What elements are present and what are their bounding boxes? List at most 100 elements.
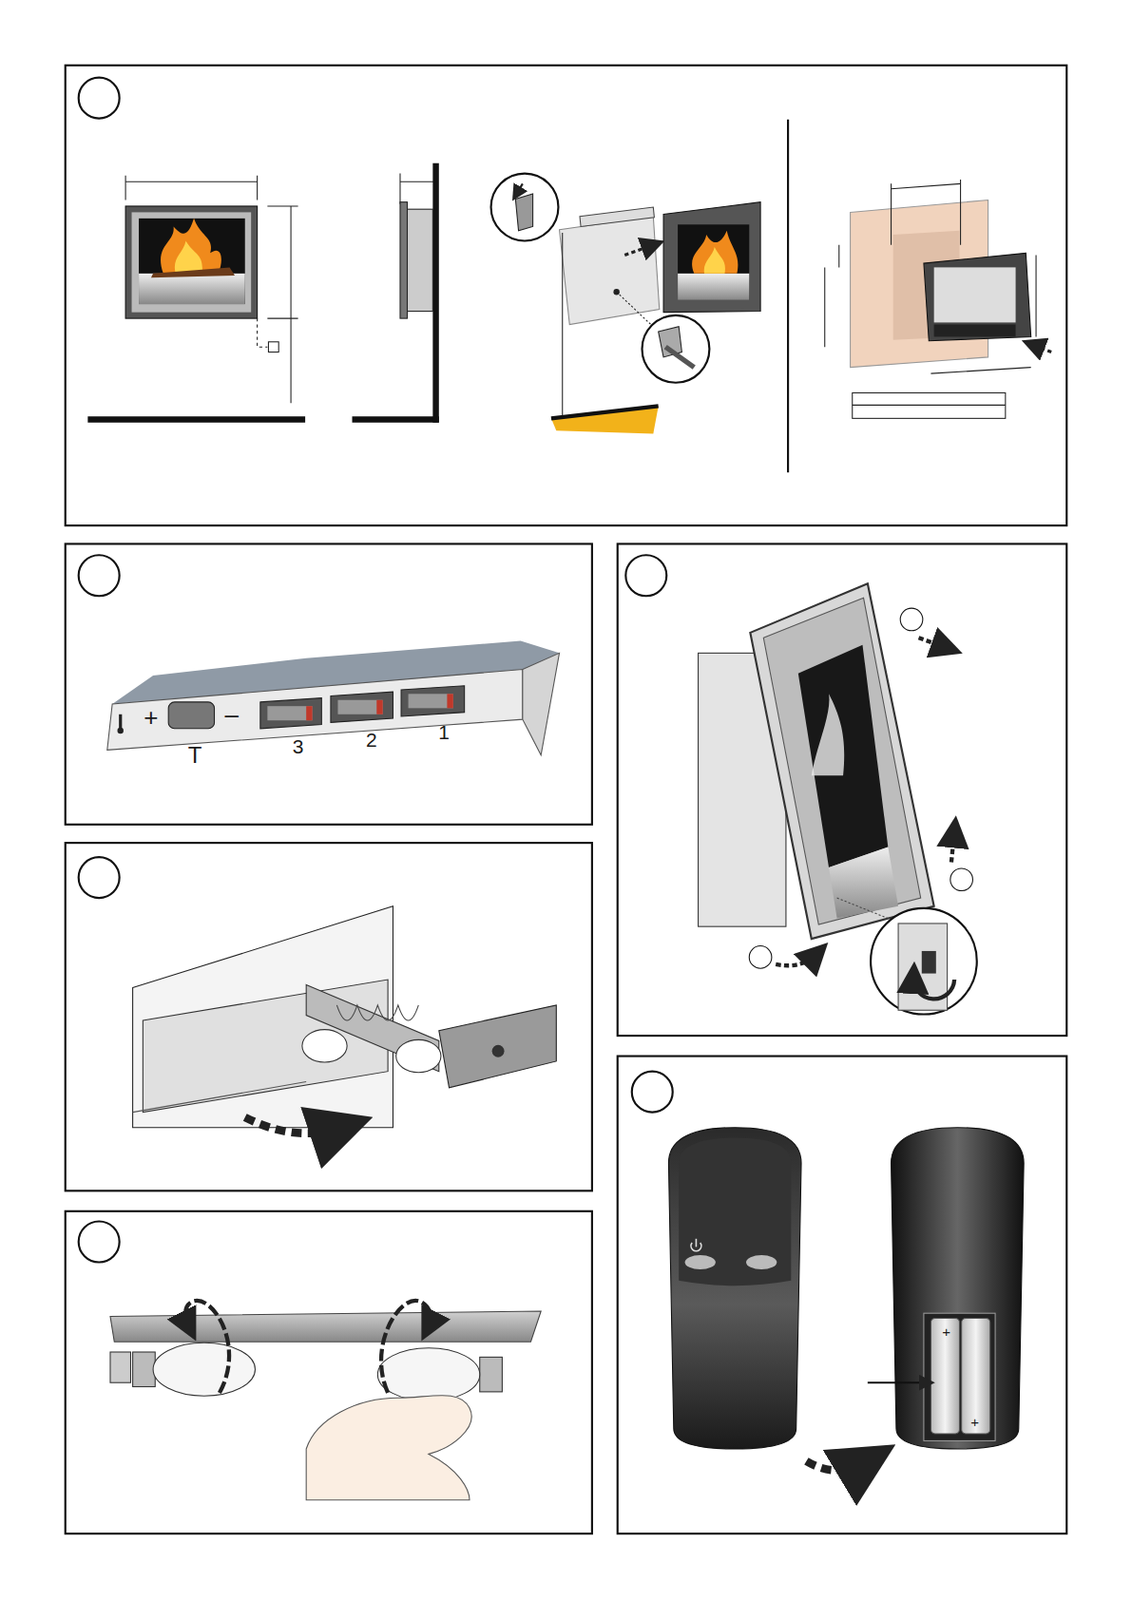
- fireplace-tilt: [921, 951, 937, 975]
- dimension-line: [125, 173, 434, 404]
- panel-frame: [65, 843, 593, 1191]
- remote-front: [685, 1255, 716, 1270]
- fireplace-front: [138, 273, 246, 305]
- recess-wall: [1033, 345, 1052, 353]
- dimension-line: [125, 181, 258, 183]
- bulb-change: [377, 1348, 480, 1402]
- mounting-plate: [579, 207, 654, 227]
- fireplace-front: [138, 218, 246, 305]
- lamp-tray: [142, 979, 388, 1113]
- detail-zoom: [665, 346, 694, 367]
- control-strip: [306, 706, 312, 721]
- switch-number: 1: [438, 722, 450, 743]
- bulb-change: [185, 1301, 230, 1394]
- detail-zoom: [491, 173, 710, 384]
- panel-frame: [65, 1211, 593, 1535]
- remote-front: [678, 1137, 791, 1286]
- recess-wall: [930, 367, 1031, 374]
- lamp-tray: [336, 1005, 419, 1021]
- panel-frame: [617, 543, 1068, 1037]
- knob-label: T: [188, 744, 203, 768]
- fireplace-tilt: [698, 583, 978, 1015]
- control-strip: [330, 691, 394, 723]
- step-circle: [78, 1222, 120, 1264]
- fireplace-tilt: [950, 868, 974, 892]
- fireplace-front: [151, 267, 235, 278]
- floor-wall: [432, 163, 439, 423]
- mounting-plate: [561, 232, 563, 419]
- remote-back: [961, 1319, 991, 1435]
- bulb-change: [110, 1352, 131, 1383]
- mounting-plate: [613, 288, 619, 295]
- bulb-change: [110, 1301, 541, 1501]
- step-circle: [78, 77, 673, 1264]
- control-strip: [260, 686, 465, 730]
- fireplace-3d: [663, 202, 761, 313]
- control-strip: [267, 693, 453, 721]
- remote-front: [695, 1239, 698, 1248]
- sign-plus: +: [143, 705, 158, 730]
- sign-minus: –: [225, 702, 239, 728]
- fireplace-tilt: [870, 908, 978, 1016]
- bulb-change: [153, 1343, 255, 1397]
- floor-wall: [87, 163, 439, 423]
- floor-wall: [352, 416, 440, 423]
- fireplace-side: [400, 202, 408, 319]
- lamp-tray: [245, 1117, 343, 1134]
- recess-wall: [838, 245, 840, 269]
- fireplace-3d: [677, 224, 749, 300]
- fireplace-side: [405, 209, 433, 311]
- mounting-plate: [551, 405, 659, 419]
- recess-wall: [824, 267, 826, 347]
- lamp-tray: [336, 1005, 419, 1021]
- bulb-change: [306, 1396, 472, 1501]
- lamp-tray: [492, 1045, 505, 1058]
- lamp-tray: [133, 1081, 307, 1113]
- mounting-plate: [624, 245, 653, 256]
- dimension-line: [267, 318, 298, 320]
- step-circle: [625, 555, 667, 596]
- floor-wall: [87, 416, 306, 423]
- lamp-tray: [439, 1005, 557, 1089]
- remote-front: [668, 1128, 802, 1450]
- dimension-line: [399, 173, 401, 205]
- recess-wall: [852, 392, 1006, 419]
- control-strip: [267, 706, 312, 721]
- bulb-change: [381, 1301, 431, 1394]
- divider: [786, 119, 789, 474]
- remote-back: [867, 1381, 927, 1384]
- remote-front: [668, 1128, 867, 1472]
- fireplace-tilt: [749, 583, 934, 940]
- fireplace-tilt: [837, 898, 889, 919]
- control-strip: [260, 698, 322, 730]
- battery-polarity: +: [941, 1324, 951, 1340]
- remote-front: [805, 1461, 867, 1472]
- fireplace-tilt: [798, 645, 889, 868]
- fireplace-side: [400, 202, 433, 319]
- dimension-line: [267, 205, 298, 207]
- panel-frame: [617, 1056, 1068, 1535]
- remote-back: [891, 1128, 1025, 1450]
- control-strip: [107, 670, 523, 751]
- fireplace-front: [125, 206, 258, 319]
- fireplace-tilt: [748, 946, 772, 970]
- detail-zoom: [491, 173, 559, 242]
- dimension-line: [125, 175, 127, 201]
- dimension-line: [256, 175, 258, 201]
- recess-wall: [825, 179, 1052, 419]
- panel-frame: [65, 65, 1068, 1535]
- fireplace-front: [125, 206, 258, 319]
- control-strip: [306, 693, 454, 721]
- dimension-line: [257, 318, 269, 347]
- dimension-line: [268, 342, 279, 353]
- recess-wall: [1036, 255, 1037, 338]
- recess-wall: [852, 404, 1006, 406]
- fireplace-tilt: [811, 693, 845, 776]
- step-circle: [78, 857, 120, 899]
- control-strip: [446, 693, 453, 709]
- fireplace-3d: [663, 202, 761, 313]
- recess-wall: [890, 183, 892, 245]
- fireplace-front: [160, 218, 222, 274]
- control-strip: [168, 702, 214, 730]
